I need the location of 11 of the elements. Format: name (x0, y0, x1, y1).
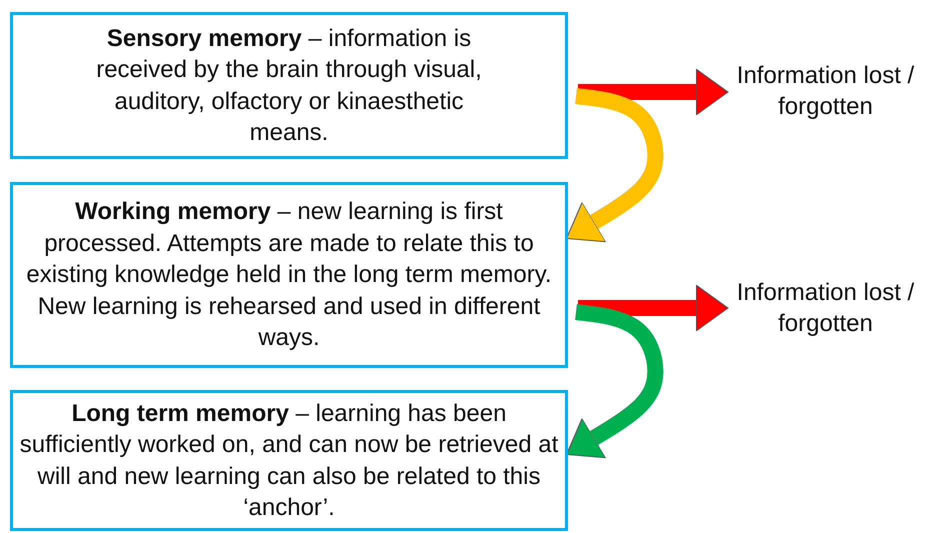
block-arrow (578, 284, 728, 332)
memory-box (10, 12, 568, 159)
description-text: Long term memory – learning has been sufficiently worked on, and can now be retrieved at will and new learning can also be related to this ‘anchor’. (18, 398, 560, 523)
outcome-label: Information lost / forgotten (736, 60, 916, 122)
block-arrow (566, 88, 664, 242)
description-text: Sensory memory – information is received by the brain through visual, auditory, olfactory or kinaesthetic means. (95, 24, 483, 148)
block-arrow (566, 304, 664, 458)
block-arrow (578, 68, 728, 116)
outcome-label: Information lost / forgotten (736, 278, 916, 339)
memory-box (10, 182, 568, 368)
description-text: Working memory – new learning is first processed. Attempts are made to relate this to existing knowledge held in the long term memory. New learning is rehearsed and used in different ways. (25, 197, 553, 354)
